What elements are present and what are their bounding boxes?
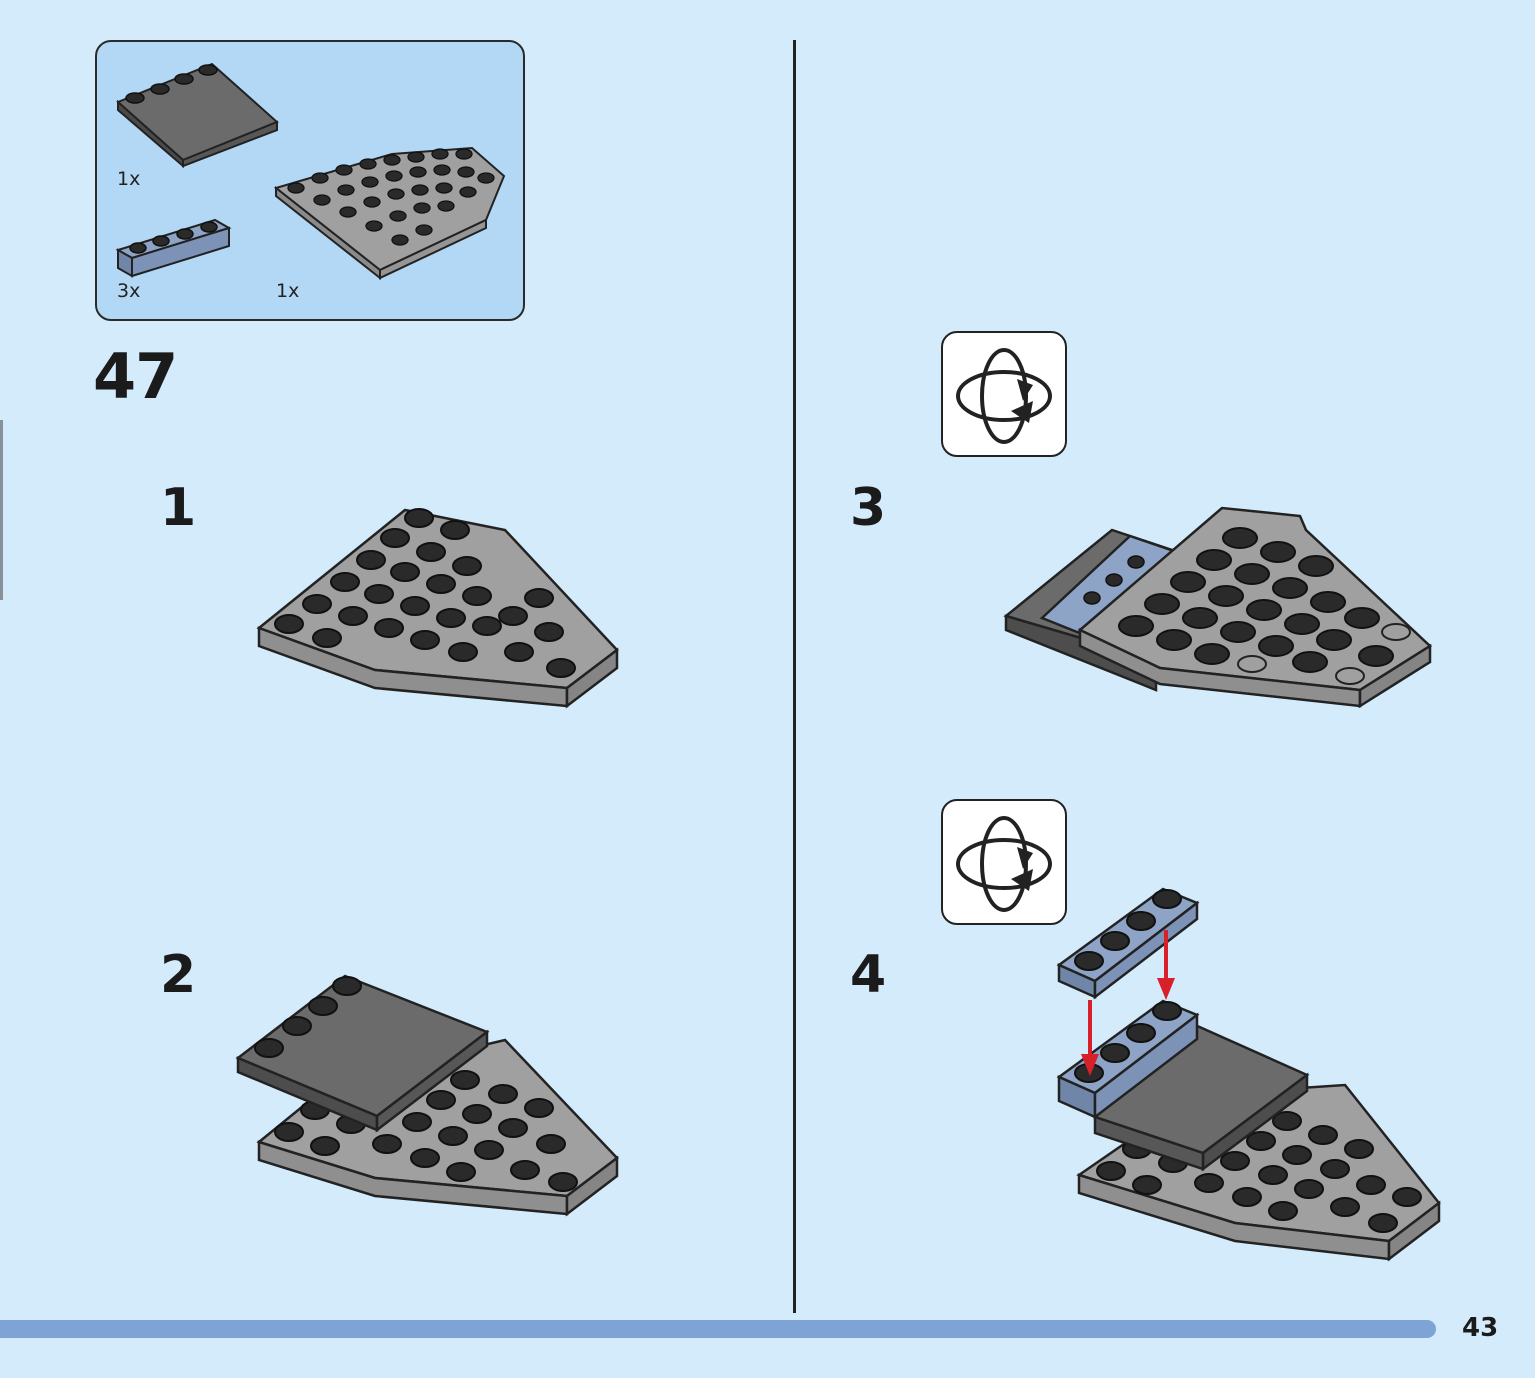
- substep-label: 2: [160, 945, 197, 1005]
- substep-label: 1: [160, 478, 197, 538]
- red-down-arrow-icon: [1157, 930, 1175, 1000]
- substep-1-wedge-illustration: [256, 508, 619, 709]
- part-count: 1x: [117, 168, 141, 190]
- substep-label: 3: [850, 478, 887, 538]
- substep-3-underside-illustration: [1003, 506, 1433, 709]
- substep-2-plate-on-wedge-illustration: [235, 974, 619, 1217]
- part-count: 3x: [117, 280, 141, 302]
- part-blue-plate-icon: [115, 218, 232, 278]
- part-count: 1x: [276, 280, 300, 302]
- part-wedge-plate-icon: [273, 146, 506, 281]
- page-number: 43: [1462, 1313, 1499, 1343]
- substep-4-assembly-illustration: [1056, 887, 1441, 1262]
- rotate-model-icon: [956, 816, 1052, 912]
- red-down-arrow-icon: [1081, 1000, 1099, 1076]
- rotate-model-box: [941, 331, 1067, 457]
- rotate-model-icon: [956, 348, 1052, 444]
- substep-label: 4: [850, 945, 887, 1005]
- column-divider: [793, 40, 796, 1313]
- progress-bar: [0, 1320, 1436, 1338]
- rotate-model-box: [941, 799, 1067, 925]
- part-dark-plate-icon: [116, 62, 279, 169]
- step-number: 47: [93, 340, 178, 413]
- page-edge-mark: [0, 420, 3, 600]
